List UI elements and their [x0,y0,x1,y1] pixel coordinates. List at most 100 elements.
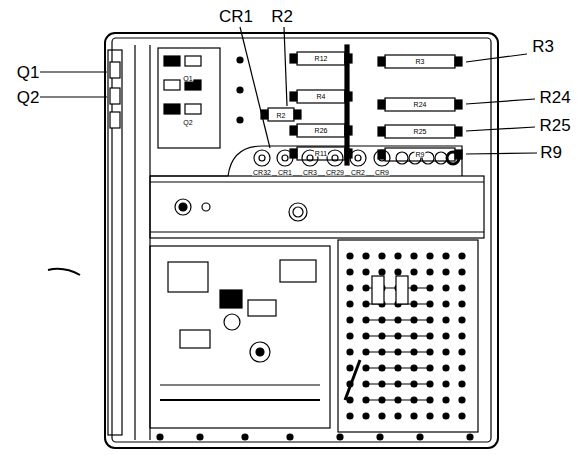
part-marking: R24 [413,101,428,108]
transistor [110,88,120,104]
callout-label: R9 [540,144,562,161]
diode-symbol [327,150,343,166]
component [250,342,270,362]
resistor-terminal [455,127,462,136]
pad [395,253,401,259]
component [220,290,242,308]
pad [459,397,465,403]
resistor-body [297,52,345,65]
pad [443,253,449,259]
pad [443,333,449,339]
pad [411,253,417,259]
component [280,260,316,282]
leader-line [284,27,287,106]
component-block [158,48,220,148]
leader-line [40,96,107,97]
resistor-terminal [290,54,297,63]
callout-label: Q2 [17,89,40,106]
pad [347,333,353,339]
diode-symbol [355,155,361,161]
leader-line [240,27,270,148]
pad [459,413,465,419]
transistor [110,112,120,128]
pad [347,349,353,355]
pad [459,381,465,387]
pad [379,253,385,259]
pad [427,253,433,259]
component-lead [345,360,360,400]
resistor-body [297,90,345,103]
pad [443,381,449,387]
callout-label: Q1 [17,64,40,81]
pad [347,285,353,291]
diode-symbol [254,150,270,166]
pad [459,253,465,259]
leader-line [40,71,107,72]
diode-symbol [350,150,366,166]
component [164,104,180,114]
leader-line [466,127,535,131]
part-marking: CR3 [302,169,318,176]
jumper [366,351,430,352]
screw [293,207,303,217]
pad [443,365,449,371]
pad [347,269,353,275]
component [396,276,408,304]
callout-label: R2 [271,8,293,25]
screw-head [377,434,383,440]
pad [459,349,465,355]
component [164,80,180,90]
part-marking: CR32 [252,169,272,176]
bus-bar [345,45,349,165]
rivet [237,87,243,93]
pad [347,253,353,259]
resistor-terminal [455,57,462,66]
callout-label: R24 [539,89,570,106]
resistor-terminal [455,100,462,109]
resistor-terminal [378,57,385,66]
diode-symbol [379,155,385,161]
pad [427,269,433,275]
transistor [110,62,120,78]
part-marking: CR1 [277,169,293,176]
part-marking: Q1 [182,75,193,82]
diode-symbol [259,155,265,161]
plate-edge [150,231,484,232]
jumper [366,367,430,368]
resistor-terminal [378,127,385,136]
pad [459,317,465,323]
part-marking: R9 [415,151,426,158]
pad [443,285,449,291]
pad [443,301,449,307]
pad [459,285,465,291]
edge-connector [160,399,320,401]
screw-head [197,434,203,440]
pad [347,317,353,323]
pad [347,413,353,419]
diode-symbol [447,152,459,164]
component [248,300,276,316]
perfboard [338,240,478,432]
callout-label: R25 [539,117,570,134]
pad [443,397,449,403]
screw-head [337,434,343,440]
diode-symbol [332,155,338,161]
leader-line [466,54,527,62]
stray-mark [48,269,80,275]
jumper [366,383,430,384]
component [372,276,384,304]
pcb [150,246,330,428]
screw-head [467,434,473,440]
pad [379,269,385,275]
pad [395,269,401,275]
pad [411,413,417,419]
callout-label: CR1 [219,8,253,25]
screw-head [157,434,163,440]
resistor-body [385,55,455,68]
pad [443,317,449,323]
part-marking: Q2 [182,119,193,126]
component [168,262,208,292]
screw [175,199,191,215]
pad [427,413,433,419]
